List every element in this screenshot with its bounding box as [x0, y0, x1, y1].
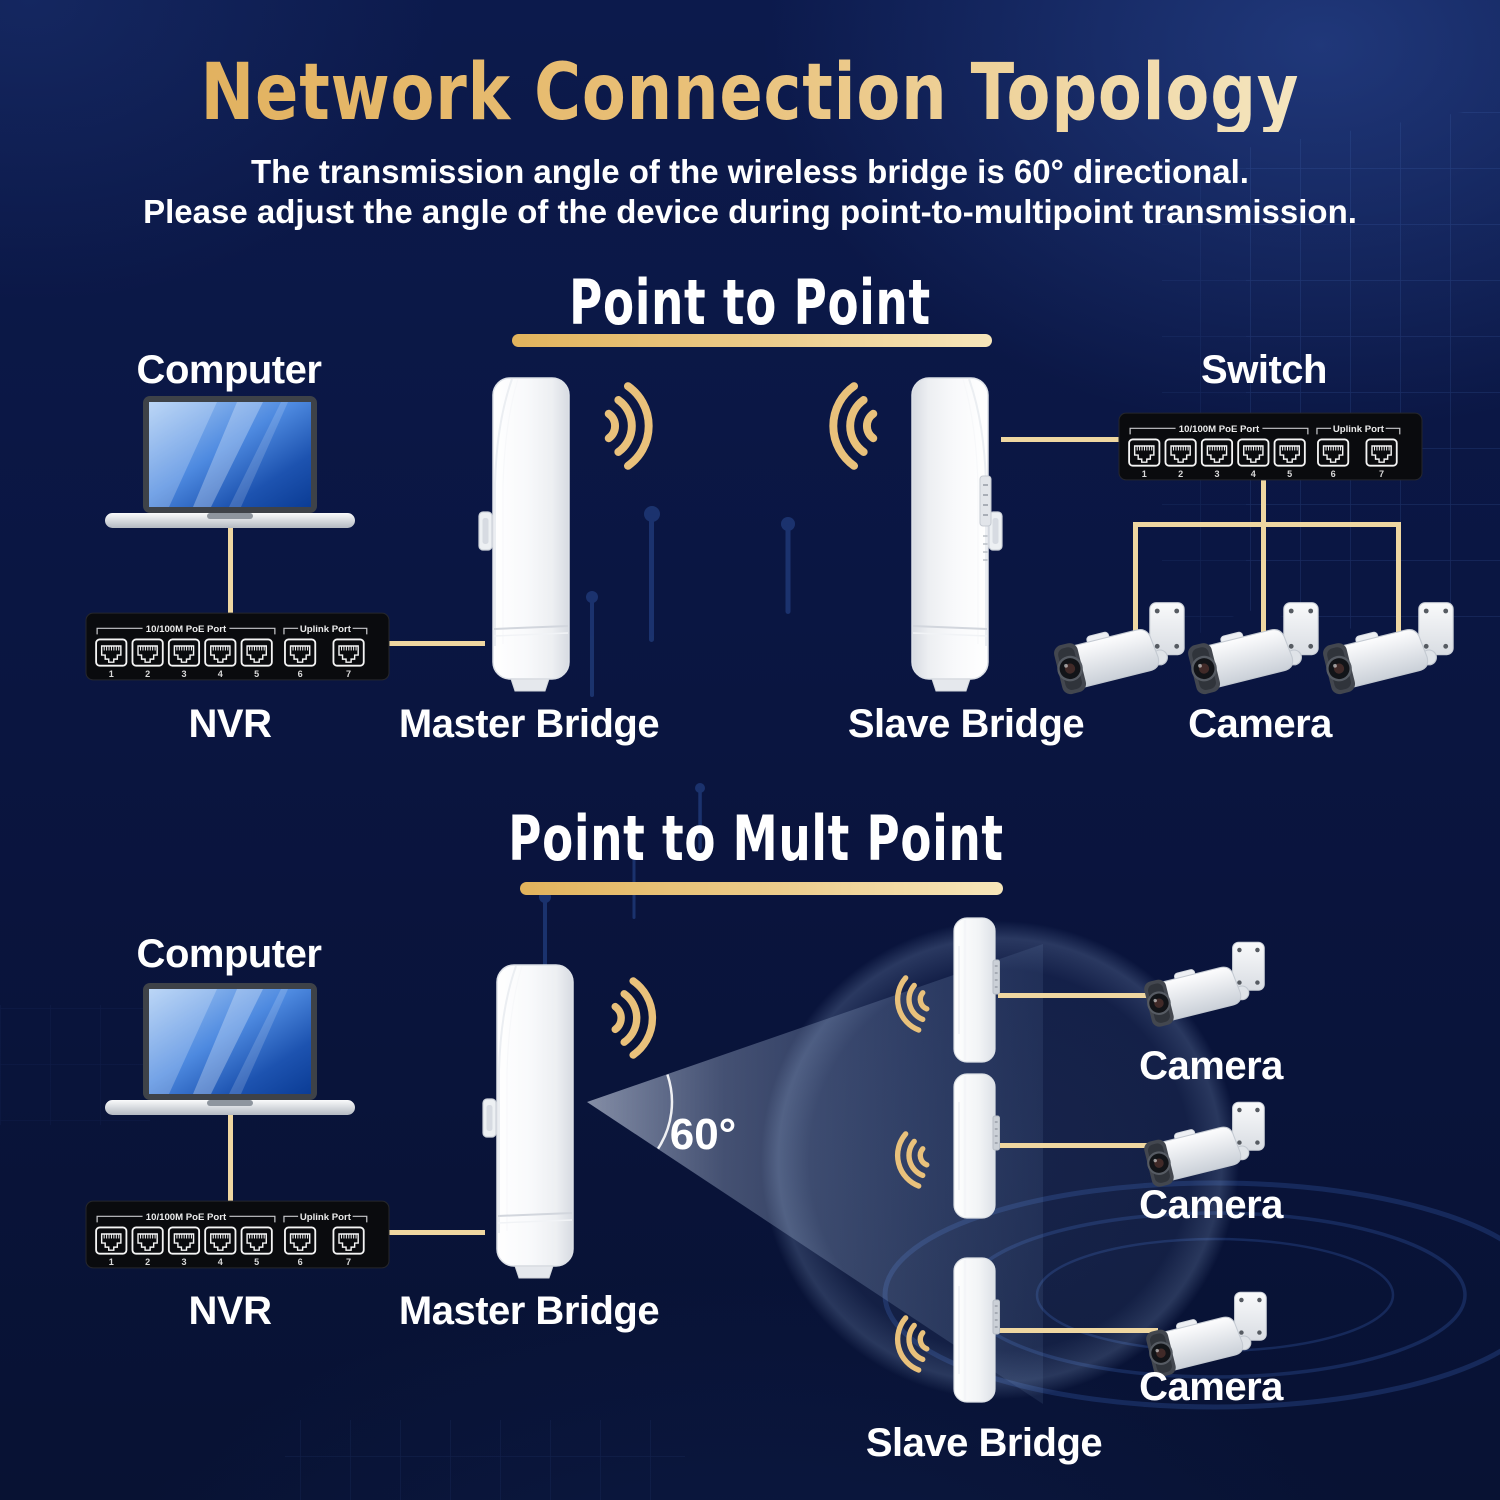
- subtitle-line-1: The transmission angle of the wireless b…: [251, 153, 1249, 190]
- svg-text:7: 7: [346, 669, 351, 679]
- poe-switch-graphic: 10/100M PoE Port Uplink Port 1 2 3 4 5 6…: [1118, 412, 1423, 481]
- master-bridge-device: [482, 964, 574, 1279]
- angle-label: 60°: [670, 1110, 737, 1159]
- poe-group-label: 10/100M PoE Port: [146, 1212, 227, 1223]
- svg-text:4: 4: [1251, 469, 1256, 479]
- nvr-label: NVR: [188, 702, 272, 746]
- svg-text:1: 1: [109, 1257, 114, 1267]
- switch-label: Switch: [1201, 348, 1327, 392]
- computer-laptop-icon: [105, 396, 355, 528]
- page-subtitle: The transmission angle of the wireless b…: [0, 152, 1500, 231]
- section-title-point-to-point: Point to Point: [569, 266, 931, 339]
- cable-drop-camera-2: [1261, 522, 1266, 634]
- master-bridge-device: [478, 377, 570, 692]
- camera-label: Camera: [1139, 1183, 1283, 1227]
- computer-label: Computer: [136, 348, 322, 392]
- poe-group-label: 10/100M PoE Port: [146, 624, 227, 635]
- subtitle-line-2: Please adjust the angle of the device du…: [143, 192, 1357, 230]
- page-title: Network Connection Topology: [200, 48, 1300, 138]
- poe-group-label: 10/100M PoE Port: [1179, 424, 1260, 435]
- wifi-signal-icon: [840, 383, 892, 469]
- cable-bridge1-to-camera1: [998, 993, 1158, 998]
- svg-text:6: 6: [298, 669, 303, 679]
- angle-arc: [656, 1074, 674, 1150]
- computer-laptop-icon: [105, 983, 355, 1115]
- svg-text:7: 7: [1379, 469, 1384, 479]
- slave-bridge-device: [952, 1072, 1001, 1220]
- svg-text:2: 2: [1178, 469, 1183, 479]
- cable-computer-to-nvr: [228, 528, 233, 615]
- cable-drop-camera-3: [1396, 522, 1401, 634]
- wifi-signal-icon: [590, 383, 642, 469]
- nvr-poe-switch-graphic: 10/100M PoE Port Uplink Port 1 2 3 4 5 6…: [85, 1200, 390, 1269]
- master-bridge-label: Master Bridge: [398, 702, 660, 746]
- camera-icon: [1319, 601, 1455, 698]
- wifi-signal-icon: [596, 978, 648, 1058]
- camera-label: Camera: [1139, 1044, 1283, 1088]
- slave-bridge-device: [952, 1256, 1001, 1404]
- slave-bridge-label: Slave Bridge: [865, 1421, 1103, 1465]
- section-underline: [520, 882, 1003, 895]
- cable-switch-down: [1261, 479, 1266, 525]
- cable-nvr-to-master-bridge: [388, 641, 485, 646]
- camera-icon: [1141, 941, 1266, 1030]
- uplink-group-label: Uplink Port: [300, 624, 352, 635]
- transmission-beam-cone: 60°: [587, 944, 1043, 1404]
- section-title-point-to-multipoint: Point to Mult Point: [508, 802, 1004, 875]
- camera-icon: [1184, 601, 1320, 698]
- section-underline: [512, 334, 992, 347]
- svg-text:7: 7: [346, 1257, 351, 1267]
- cable-slave-bridge-to-switch: [1001, 437, 1120, 442]
- svg-text:6: 6: [298, 1257, 303, 1267]
- computer-label: Computer: [136, 932, 322, 976]
- svg-text:6: 6: [1331, 469, 1336, 479]
- slave-bridge-label: Slave Bridge: [847, 702, 1085, 746]
- svg-text:4: 4: [218, 1257, 223, 1267]
- uplink-group-label: Uplink Port: [1333, 424, 1385, 435]
- slave-bridge-device: [952, 916, 1001, 1064]
- camera-icon: [1050, 601, 1186, 698]
- svg-text:1: 1: [1142, 469, 1147, 479]
- cable-nvr-to-master-bridge: [388, 1230, 485, 1235]
- svg-text:3: 3: [181, 669, 186, 679]
- svg-text:3: 3: [181, 1257, 186, 1267]
- led-indicator-strip: [979, 475, 992, 561]
- nvr-label: NVR: [188, 1289, 272, 1333]
- uplink-group-label: Uplink Port: [300, 1212, 352, 1223]
- slave-bridge-device: [911, 377, 1003, 692]
- svg-text:5: 5: [254, 669, 259, 679]
- svg-text:5: 5: [1287, 469, 1292, 479]
- svg-text:1: 1: [109, 669, 114, 679]
- lamp-post-decor: [539, 506, 795, 987]
- svg-text:2: 2: [145, 669, 150, 679]
- camera-label: Camera: [1139, 1365, 1283, 1409]
- svg-text:5: 5: [254, 1257, 259, 1267]
- camera-label: Camera: [1188, 702, 1332, 746]
- cable-bridge3-to-camera3: [998, 1328, 1158, 1333]
- master-bridge-label: Master Bridge: [398, 1289, 660, 1333]
- svg-text:4: 4: [218, 669, 223, 679]
- cable-bridge2-to-camera2: [998, 1143, 1158, 1148]
- nvr-poe-switch-graphic: 10/100M PoE Port Uplink Port 1 2 3 4 5 6…: [85, 612, 390, 681]
- cable-branch: [1133, 522, 1401, 527]
- camera-icon: [1141, 1101, 1266, 1190]
- cable-computer-to-nvr: [228, 1115, 233, 1202]
- svg-text:3: 3: [1214, 469, 1219, 479]
- cable-drop-camera-1: [1133, 522, 1138, 634]
- svg-text:2: 2: [145, 1257, 150, 1267]
